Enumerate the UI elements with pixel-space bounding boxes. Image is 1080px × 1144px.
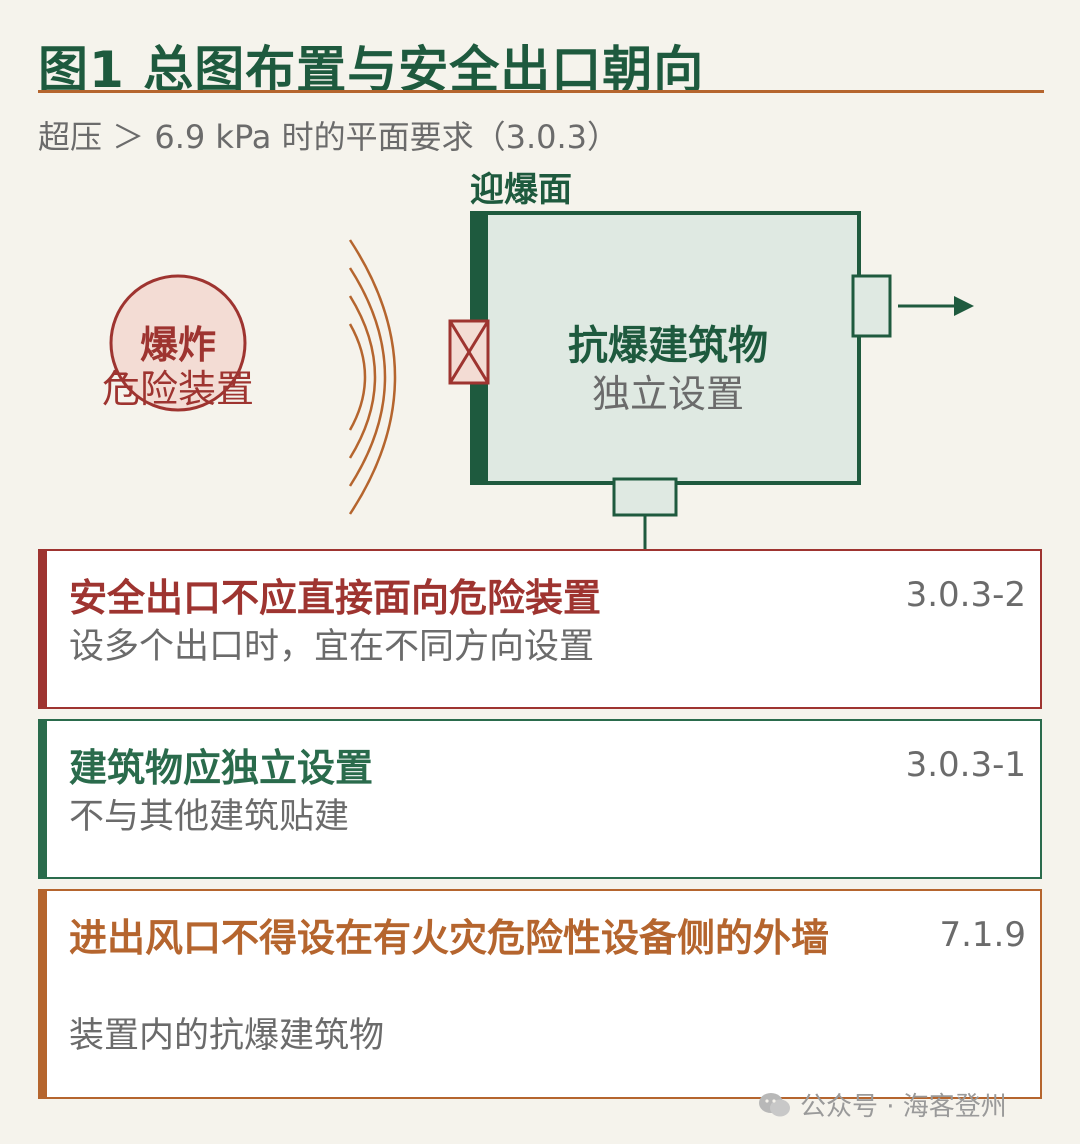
- blast-wave-arc: [348, 267, 387, 487]
- blast-resistant-building: [472, 211, 861, 485]
- blast-wave-arc: [348, 295, 377, 459]
- exit-direction-arrow: [898, 296, 974, 316]
- wechat-icon: [759, 1092, 790, 1116]
- hazard-label-line1: 爆炸: [140, 323, 216, 367]
- blast-face-label: 迎爆面: [470, 170, 572, 210]
- clause-number: 3.0.3-1: [905, 745, 1026, 785]
- prohibited-exit-icon: [448, 319, 490, 385]
- safe-exit-bottom: [612, 477, 678, 517]
- watermark-text: 公众号 · 海客登州: [800, 1092, 1007, 1122]
- requirement-card-air-vents: 进出风口不得设在有火灾危险性设备侧的外墙 装置内的抗爆建筑物 7.1.9: [38, 889, 1042, 1099]
- hazard-label-line2: 危险装置: [102, 367, 254, 411]
- card-description: 设多个出口时，宜在不同方向设置: [69, 627, 595, 667]
- card-title: 建筑物应独立设置: [69, 746, 374, 790]
- layout-diagram: 迎爆面 爆炸 危险装置 抗爆建筑物 独立设置: [102, 170, 974, 550]
- hazard-circle: [109, 274, 247, 412]
- card-description: 装置内的抗爆建筑物: [69, 1016, 385, 1056]
- building-label-line2: 独立设置: [592, 372, 744, 416]
- requirement-card-independent-building: 建筑物应独立设置 不与其他建筑贴建 3.0.3-1: [38, 719, 1042, 879]
- clause-number: 7.1.9: [939, 915, 1026, 955]
- blast-wave-arc: [348, 239, 397, 515]
- requirement-card-exit-orientation: 安全出口不应直接面向危险装置 设多个出口时，宜在不同方向设置 3.0.3-2: [38, 549, 1042, 709]
- figure-subtitle: 超压 ＞ 6.9 kPa 时的平面要求（3.0.3）: [38, 118, 620, 156]
- blast-wave-arcs: [348, 239, 397, 515]
- watermark: 公众号 · 海客登州: [758, 1086, 1007, 1123]
- card-title: 安全出口不应直接面向危险装置: [69, 576, 602, 620]
- figure-title: 图1 总图布置与安全出口朝向: [38, 41, 705, 99]
- blast-wave-arc: [348, 323, 367, 431]
- card-description: 不与其他建筑贴建: [69, 797, 350, 837]
- building-label-line1: 抗爆建筑物: [568, 323, 768, 369]
- card-title: 进出风口不得设在有火灾危险性设备侧的外墙: [69, 916, 830, 960]
- title-divider: [38, 90, 1044, 93]
- safe-exit-right: [851, 274, 892, 338]
- clause-number: 3.0.3-2: [905, 575, 1026, 615]
